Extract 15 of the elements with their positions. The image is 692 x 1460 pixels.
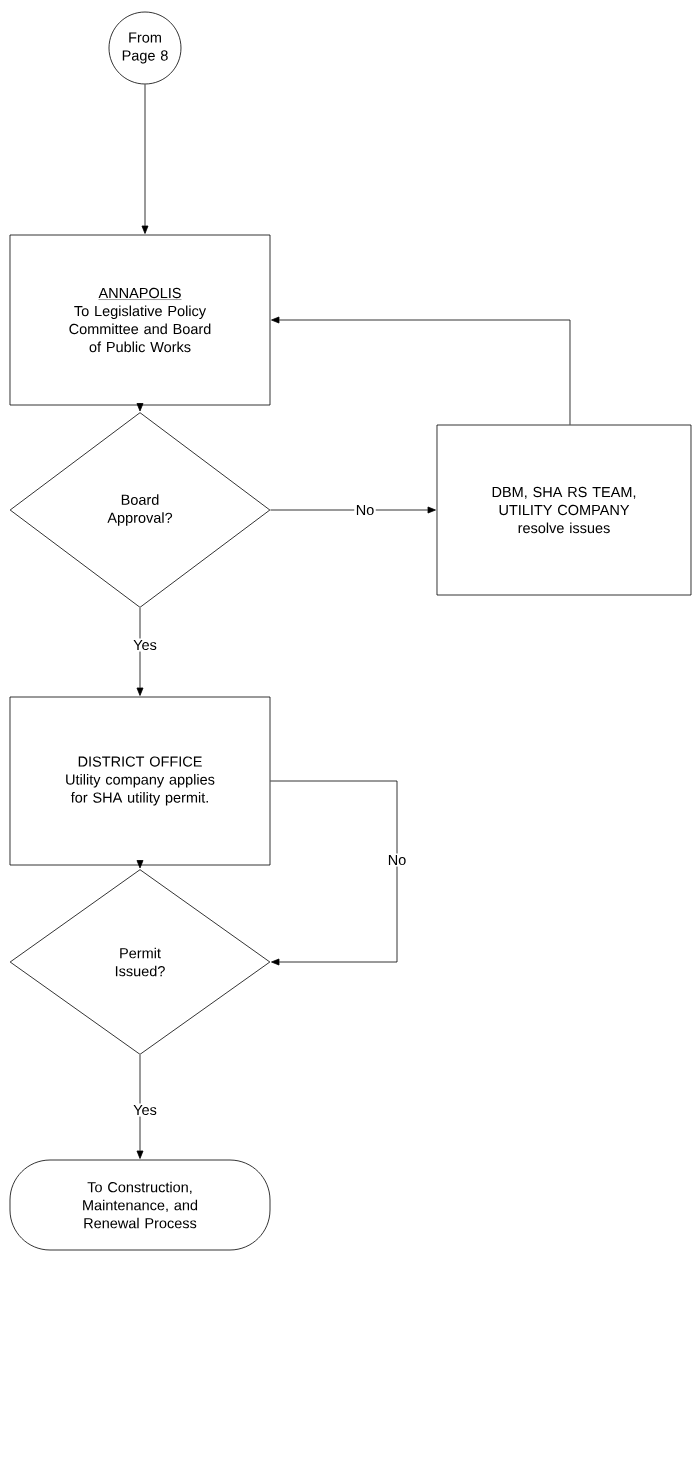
process-box: DISTRICT OFFICE Utility company applies for SHA utility permit. [9, 696, 271, 866]
process-box: ANNAPOLIS To Legislative Policy Committee and Board of Public Works [9, 234, 271, 406]
arrow [270, 506, 436, 514]
edge-label: Yes [131, 1103, 159, 1117]
arrow [136, 402, 144, 412]
arrow [141, 84, 149, 234]
arrow [136, 1054, 144, 1159]
arrow [136, 859, 144, 869]
process-box: DBM, SHA RS TEAM, UTILITY COMPANY resolve issues [436, 424, 692, 596]
edge-label: No [386, 853, 408, 867]
arrow [270, 780, 398, 966]
edge-label: Yes [131, 638, 159, 652]
arrow [136, 607, 144, 696]
edge-label: No [354, 503, 376, 517]
arrow [271, 316, 571, 425]
